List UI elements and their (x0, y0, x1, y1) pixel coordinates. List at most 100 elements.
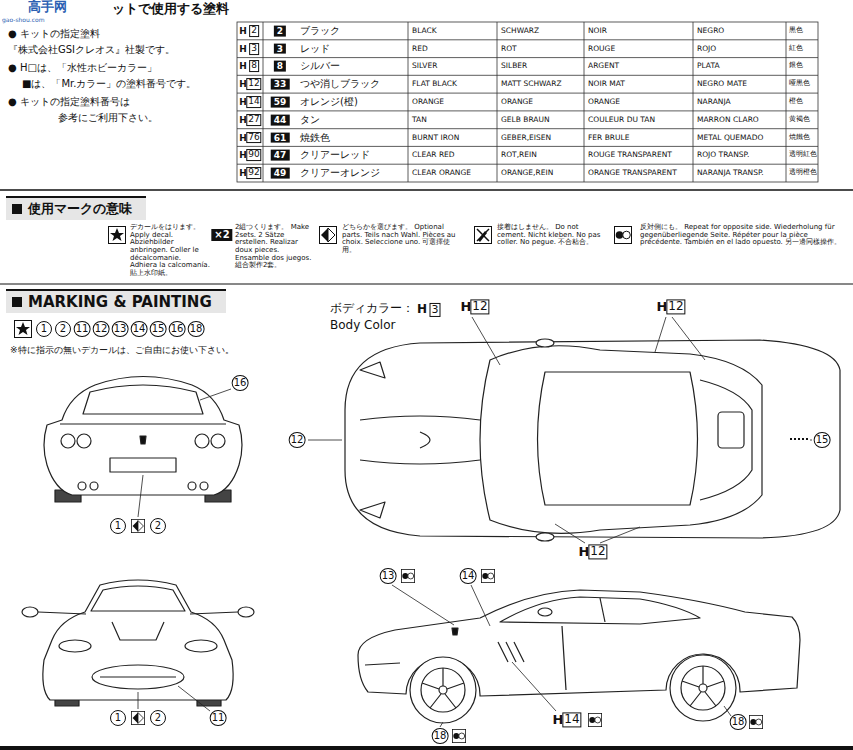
table-cell: BLACK (412, 27, 437, 36)
section-title: ットで使用する塗料 (112, 2, 229, 17)
table-cell: 黄褐色 (789, 116, 810, 123)
table-cell: NOIR (588, 27, 607, 36)
callout-number: 13 (380, 568, 397, 584)
watermark: gao-shou.com (2, 17, 45, 24)
callout-number: 2 (150, 518, 166, 534)
table-cell: レッド (300, 43, 330, 55)
note-text: ● キットの指定塗料 (8, 28, 100, 40)
symbol-legend-text: 2組つくります。 Make 2sets. 2 Sätze erstellen. … (235, 224, 313, 270)
paint-prefix: H (417, 303, 427, 317)
table-cell: 銀色 (789, 63, 803, 70)
paint-code: 3 (249, 43, 259, 55)
paint-prefix: H (239, 61, 247, 71)
table-cell: ROT (501, 44, 517, 53)
table-cell: タン (300, 114, 320, 126)
table-cell: NEGRO (697, 27, 724, 36)
paint-code: 12 (588, 544, 607, 559)
watermark: 高手网 (28, 0, 67, 15)
note-text: ● H□は、「水性ホビーカラー」 (8, 62, 157, 74)
callout-number: 16 (232, 375, 249, 391)
callout-number: 15 (814, 432, 831, 448)
callout-number: 2 (150, 710, 166, 726)
section-band: 使用マークの意味 (6, 196, 146, 220)
note-text: ● キットの指定塗料番号は (8, 96, 130, 108)
callout-number: 18 (188, 321, 205, 337)
paint-code-black: 49 (271, 168, 290, 179)
callout-number: 12 (93, 321, 110, 337)
paint-code: 76 (246, 132, 261, 144)
callout-number: 2 (55, 321, 71, 337)
paint-prefix: H (239, 43, 247, 53)
symbol-legend-text: 接着はしません。 Do not cement. Nicht kleben. No… (497, 224, 602, 247)
table-cell: 橙色 (789, 98, 803, 105)
callout-number: 13 (112, 321, 129, 337)
table-cell: SCHWARZ (501, 27, 539, 36)
paint-code-black: ×2 (211, 229, 232, 241)
paint-code-black: 61 (271, 132, 290, 143)
callout-number: 14 (460, 568, 477, 584)
table-cell: ORANGE (588, 98, 620, 107)
paint-code: 8 (249, 60, 259, 72)
table-cell: ROJO (697, 44, 716, 53)
paint-code: 92 (246, 167, 261, 179)
callout-number: 18 (432, 728, 449, 744)
paint-prefix: H (239, 26, 247, 36)
paint-code: 12 (246, 78, 261, 90)
table-cell: SILVER (412, 62, 437, 71)
paint-code: 3 (430, 303, 441, 317)
callout-number: 11 (74, 321, 91, 337)
table-cell: 紅色 (789, 45, 803, 52)
paint-code: 2 (249, 25, 259, 37)
table-cell: ORANGE TRANSPARENT (588, 169, 677, 178)
table-cell: ARGENT (588, 62, 619, 71)
table-cell: GEBER,EISEN (501, 133, 551, 142)
note-text: Body Color (330, 319, 395, 333)
paint-code-black: 3 (274, 43, 286, 54)
table-cell: つや消しブラック (300, 78, 380, 90)
callout-number: 14 (131, 321, 148, 337)
note-text: 参考にご利用下さい。 (58, 112, 158, 124)
table-cell: シルバー (300, 61, 340, 73)
paint-code: 14 (246, 96, 261, 108)
callout-number: 12 (289, 432, 306, 448)
table-cell: CLEAR RED (412, 151, 455, 160)
table-cell: RED (412, 44, 428, 53)
table-cell: TAN (412, 115, 427, 124)
table-cell: ORANGE (412, 98, 444, 107)
table-cell: COULEUR DU TAN (588, 115, 655, 124)
table-cell: ROT,REIN (501, 151, 537, 160)
paint-code-black: 44 (271, 114, 290, 125)
paint-code-black: 33 (271, 79, 290, 90)
table-cell: 黒色 (789, 27, 803, 34)
symbol-legend-text: どちらかを選びます。 Optional parts. Teils nach Wa… (342, 224, 462, 255)
table-cell: 哑黒色 (789, 80, 810, 87)
table-cell: FLAT BLACK (412, 80, 457, 89)
callout-number: 11 (210, 710, 227, 726)
table-cell: NARANJA (697, 98, 731, 107)
callout-number: 1 (110, 710, 126, 726)
table-cell: クリアーレッド (300, 150, 370, 162)
table-cell: NARANJA TRANSP. (697, 169, 764, 178)
callout-number: 1 (110, 518, 126, 534)
table-cell: 焼鐵色 (789, 134, 810, 141)
paint-code-black: 59 (271, 97, 290, 108)
table-cell: NOIR MAT (588, 80, 625, 89)
table-cell: ORANGE,REIN (501, 169, 553, 178)
table-cell: SILBER (501, 62, 527, 71)
table-cell: 焼鉄色 (300, 132, 330, 144)
table-cell: ORANGE (501, 98, 533, 107)
paint-code: 12 (666, 299, 685, 314)
note-text: ※特に指示の無いデカールは、ご自由にお使い下さい。 (10, 345, 234, 355)
table-cell: クリアーオレンジ (300, 167, 380, 179)
table-cell: ROUGE (588, 44, 615, 53)
table-cell: FER BRULE (588, 133, 629, 142)
table-cell: オレンジ(橙) (300, 96, 358, 108)
note-text: ボディカラー： (330, 302, 414, 316)
symbol-legend-text: デカールをはります。 Apply decal. Abziehbilder anb… (130, 224, 210, 278)
table-cell: MATT SCHWARZ (501, 80, 562, 89)
paint-code: 12 (470, 299, 489, 314)
callout-number: 16 (169, 321, 186, 337)
table-cell: PLATA (697, 62, 720, 71)
table-cell: NEGRO MATE (697, 80, 747, 89)
callout-number: 15 (150, 321, 167, 337)
